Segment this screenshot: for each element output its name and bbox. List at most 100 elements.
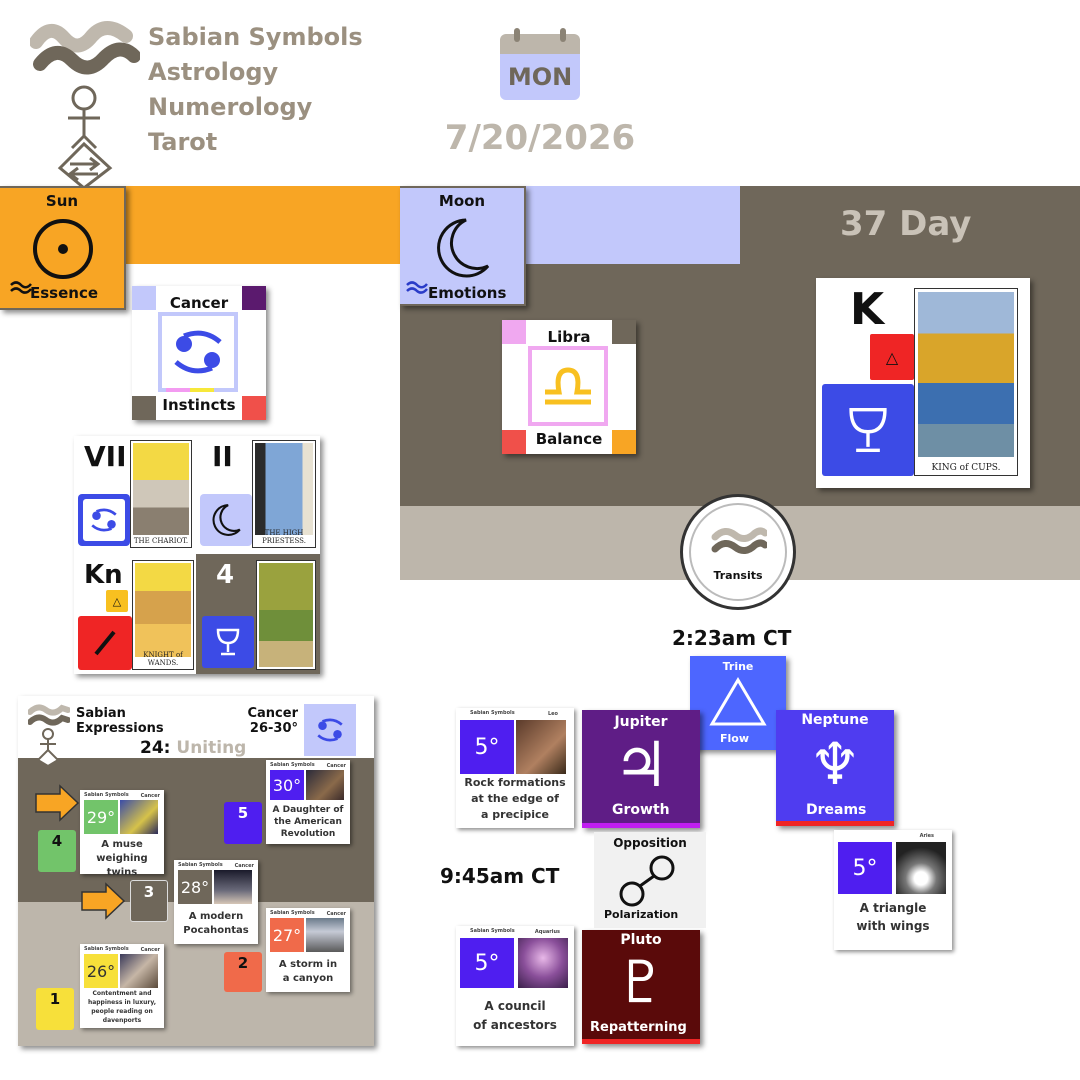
sabian-card-leo[interactable]: Sabian Symbols Leo 5° Rock formations at… [456, 708, 574, 828]
tarot-card-knight-of-wands[interactable]: KNIGHT of WANDS. [132, 560, 194, 670]
tarot-card-four-of-cups[interactable] [256, 560, 316, 670]
tarot-cancer-badge [78, 494, 130, 546]
calendar-icon: MON [500, 28, 580, 100]
sabian-photo [214, 870, 252, 904]
aspect-label: Polarization [604, 908, 679, 921]
sabian-phrase-1: A modern [188, 911, 244, 922]
tarot-card-high-priestess[interactable]: THE HIGH PRIESTESS. [252, 440, 316, 548]
sabian-phrase-2: of ancestors [473, 1018, 557, 1032]
number-tag-1: 1 [36, 988, 74, 1030]
sabian-phrase-2: at the edge of [471, 792, 559, 805]
sabian-card-27[interactable]: Sabian Symbols Cancer 27° A storm in a c… [266, 908, 350, 992]
sabian-phrase-1: A triangle [859, 901, 927, 915]
number-tag-3: 3 [130, 880, 168, 922]
sun-card[interactable]: Sun Essence [0, 186, 126, 310]
number-value: 3 [143, 883, 155, 901]
jupiter-glyph-icon: ♃ [613, 728, 669, 801]
libra-sign-card[interactable]: Libra Balance [502, 320, 636, 454]
opposition-glyph-icon [619, 855, 675, 907]
sabian-sign: Aries [919, 833, 934, 839]
fire-element-badge: △ [870, 334, 914, 380]
sabian-card-aries[interactable]: Aries 5° A triangle with wings [834, 830, 952, 950]
tarot-cup-badge [822, 384, 914, 476]
tarot-numeral-ii: II [212, 440, 233, 473]
cup-icon [216, 628, 240, 656]
sabian-photo [896, 842, 946, 894]
sabian-photo [306, 770, 344, 800]
sabian-degree: 5° [838, 842, 892, 894]
expressions-title-line1: Sabian [76, 706, 126, 721]
tarot-card-king-of-cups[interactable]: KING of CUPS. [914, 288, 1018, 476]
sabian-degree: 29° [84, 800, 118, 834]
brand-line-tarot: Tarot [148, 128, 218, 156]
transit-time-1: 2:23am CT [672, 626, 792, 650]
number-value: 2 [237, 954, 249, 972]
sabian-degree: 5° [460, 720, 514, 774]
sabian-phrase-3: Revolution [280, 829, 336, 839]
cancer-sign-label: Instincts [162, 396, 236, 414]
expressions-theme: 24: Uniting [140, 738, 246, 758]
sabian-degree: 5° [460, 938, 514, 988]
sabian-sign: Cancer [140, 947, 160, 953]
transits-label: Transits [713, 569, 763, 582]
sabian-degree: 30° [270, 770, 304, 800]
expressions-sign-range: Cancer 26-30° [246, 706, 298, 736]
sabian-phrase-2: happiness in luxury, [87, 999, 157, 1006]
libra-sign-title: Libra [547, 328, 591, 346]
sabian-degree: 28° [178, 870, 212, 904]
planet-label: Growth [612, 802, 670, 818]
aspect-opposition[interactable]: Opposition Polarization [594, 832, 706, 928]
sabian-brand: Sabian Symbols [270, 762, 315, 768]
sabian-card-28[interactable]: Sabian Symbols Cancer 28° A modern Pocah… [174, 860, 258, 944]
brand-line-numerology: Numerology [148, 93, 313, 121]
sabian-brand: Sabian Symbols [84, 792, 129, 798]
theme-number: 24: [140, 738, 171, 758]
sabian-brand: Sabian Symbols [270, 910, 315, 916]
transits-badge: Transits [680, 494, 796, 610]
sabian-phrase-1: A council [484, 999, 546, 1013]
tarot-caption: KING of CUPS. [931, 463, 1001, 473]
sun-tarot-grid: VII THE CHARIOT. II THE HIGH PRIESTESS. … [74, 436, 320, 674]
planet-pluto-card[interactable]: Pluto ♇ Repatterning [582, 930, 700, 1044]
sabian-phrase-2: weighing twins [96, 853, 148, 878]
moon-card[interactable]: Moon Emotions [400, 186, 526, 306]
sabian-degree: 26° [84, 954, 118, 988]
sabian-card-26[interactable]: Sabian Symbols Cancer 26° Contentment an… [80, 944, 164, 1028]
sun-label: Essence [30, 284, 99, 302]
sabian-phrase-3: people reading on [91, 1008, 153, 1015]
tarot-card-chariot[interactable]: THE CHARIOT. [130, 440, 192, 548]
planet-label: Repatterning [590, 1020, 687, 1035]
sabian-card-aquarius[interactable]: Sabian Symbols Aquarius 5° A council of … [456, 926, 574, 1046]
cup-icon [849, 408, 887, 452]
sabian-wave-logo-icon [29, 21, 141, 190]
sabian-photo [516, 720, 566, 774]
tarot-numeral-vii: VII [84, 440, 127, 473]
aspect-trine[interactable]: Trine Flow [690, 656, 786, 750]
planet-neptune-card[interactable]: Neptune ♆ Dreams [776, 710, 894, 826]
planet-jupiter-card[interactable]: Jupiter ♃ Growth [582, 710, 700, 828]
tarot-caption: THE CHARIOT. [133, 537, 189, 545]
theme-word: Uniting [176, 738, 247, 758]
moon-title: Moon [438, 192, 486, 210]
trine-triangle-icon [709, 677, 767, 726]
cancer-glyph-icon [317, 718, 343, 742]
sabian-card-29[interactable]: Sabian Symbols Cancer 29° A muse weighin… [80, 790, 164, 878]
brand-line-sabian: Sabian Symbols [148, 23, 363, 51]
arrow-right-icon [35, 784, 80, 822]
expressions-title-line2: Expressions [76, 721, 164, 736]
sabian-mini-logo-icon [406, 281, 428, 294]
sabian-brand: Sabian Symbols [84, 946, 129, 952]
sabian-phrase-2: with wings [856, 919, 930, 933]
pluto-glyph-icon: ♇ [615, 948, 667, 1016]
cancer-sign-card[interactable]: Cancer Instincts [132, 286, 266, 420]
cancer-glyph-icon [174, 330, 222, 374]
sun-title: Sun [45, 192, 79, 210]
number-tag-4: 4 [38, 830, 76, 872]
sabian-expressions-panel: Sabian Expressions 24: Uniting Cancer 26… [18, 696, 374, 1046]
brand-logo [29, 20, 141, 190]
sabian-phrase-1: A storm in [278, 959, 338, 970]
sabian-card-30[interactable]: Sabian Symbols Cancer 30° A Daughter of … [266, 760, 350, 844]
number-value: 4 [51, 832, 63, 850]
sabian-phrase-2: Pocahontas [183, 925, 249, 936]
sabian-photo [120, 954, 158, 988]
